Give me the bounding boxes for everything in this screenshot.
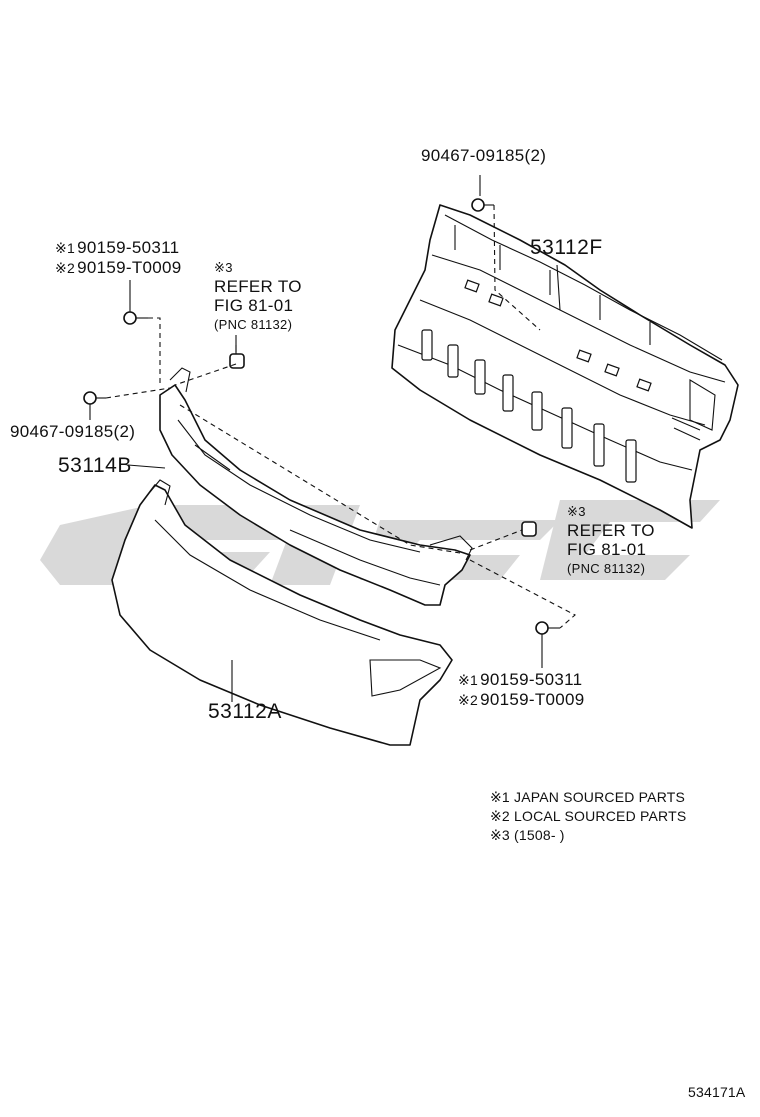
- figure-id: 534171A: [688, 1084, 746, 1100]
- part-label-53112A: 53112A: [208, 700, 282, 723]
- fastener-screw-right: [535, 621, 560, 635]
- fastener-screw-left: [123, 311, 148, 325]
- part-label-53114B: 53114B: [58, 454, 132, 477]
- refer-left: ※3 REFER TO FIG 81-01 (PNC 81132): [214, 258, 302, 334]
- note-mark-1: ※1: [55, 240, 76, 256]
- refer-right: ※3 REFER TO FIG 81-01 (PNC 81132): [567, 502, 655, 578]
- refer-right-line3: (PNC 81132): [567, 561, 646, 576]
- part-number-90159-50311: 90159-50311: [480, 670, 583, 689]
- refer-right-line2: FIG 81-01: [567, 540, 647, 559]
- refer-left-line2: FIG 81-01: [214, 296, 294, 315]
- refer-left-mark: ※3: [214, 260, 233, 275]
- leader-lines: [89, 175, 561, 702]
- note-mark-2: ※2: [458, 692, 479, 708]
- part-53112F-drawing: [391, 204, 739, 529]
- part-53114B-drawing: [159, 367, 473, 606]
- part-number-90159-50311: 90159-50311: [77, 238, 180, 257]
- note-mark-1: ※1: [458, 672, 479, 688]
- footnotes: ※1 JAPAN SOURCED PARTS ※2 LOCAL SOURCED …: [490, 788, 686, 845]
- footnote-3: ※3 (1508- ): [490, 827, 565, 843]
- fastener-bolt-left: [83, 391, 106, 405]
- part-53112A-drawing: [111, 479, 453, 746]
- part-number-90159-T0009: 90159-T0009: [480, 690, 585, 709]
- part-label-left-bolt: 90467-09185(2): [10, 422, 136, 441]
- part-label-53112F: 53112F: [530, 236, 603, 259]
- part-label-top-bolt: 90467-09185(2): [421, 146, 547, 165]
- fastener-clip-right: [521, 521, 537, 537]
- footnote-2: ※2 LOCAL SOURCED PARTS: [490, 808, 687, 824]
- assembly-dashed-lines: [105, 204, 576, 629]
- refer-left-line1: REFER TO: [214, 277, 302, 296]
- fastener-clip-left: [229, 345, 245, 369]
- refer-right-mark: ※3: [567, 504, 586, 519]
- refer-right-line1: REFER TO: [567, 521, 655, 540]
- note-mark-2: ※2: [55, 260, 76, 276]
- footnote-1: ※1 JAPAN SOURCED PARTS: [490, 789, 686, 805]
- refer-left-line3: (PNC 81132): [214, 317, 293, 332]
- fastener-bolt-top: [471, 198, 494, 212]
- part-number-90159-T0009: 90159-T0009: [77, 258, 182, 277]
